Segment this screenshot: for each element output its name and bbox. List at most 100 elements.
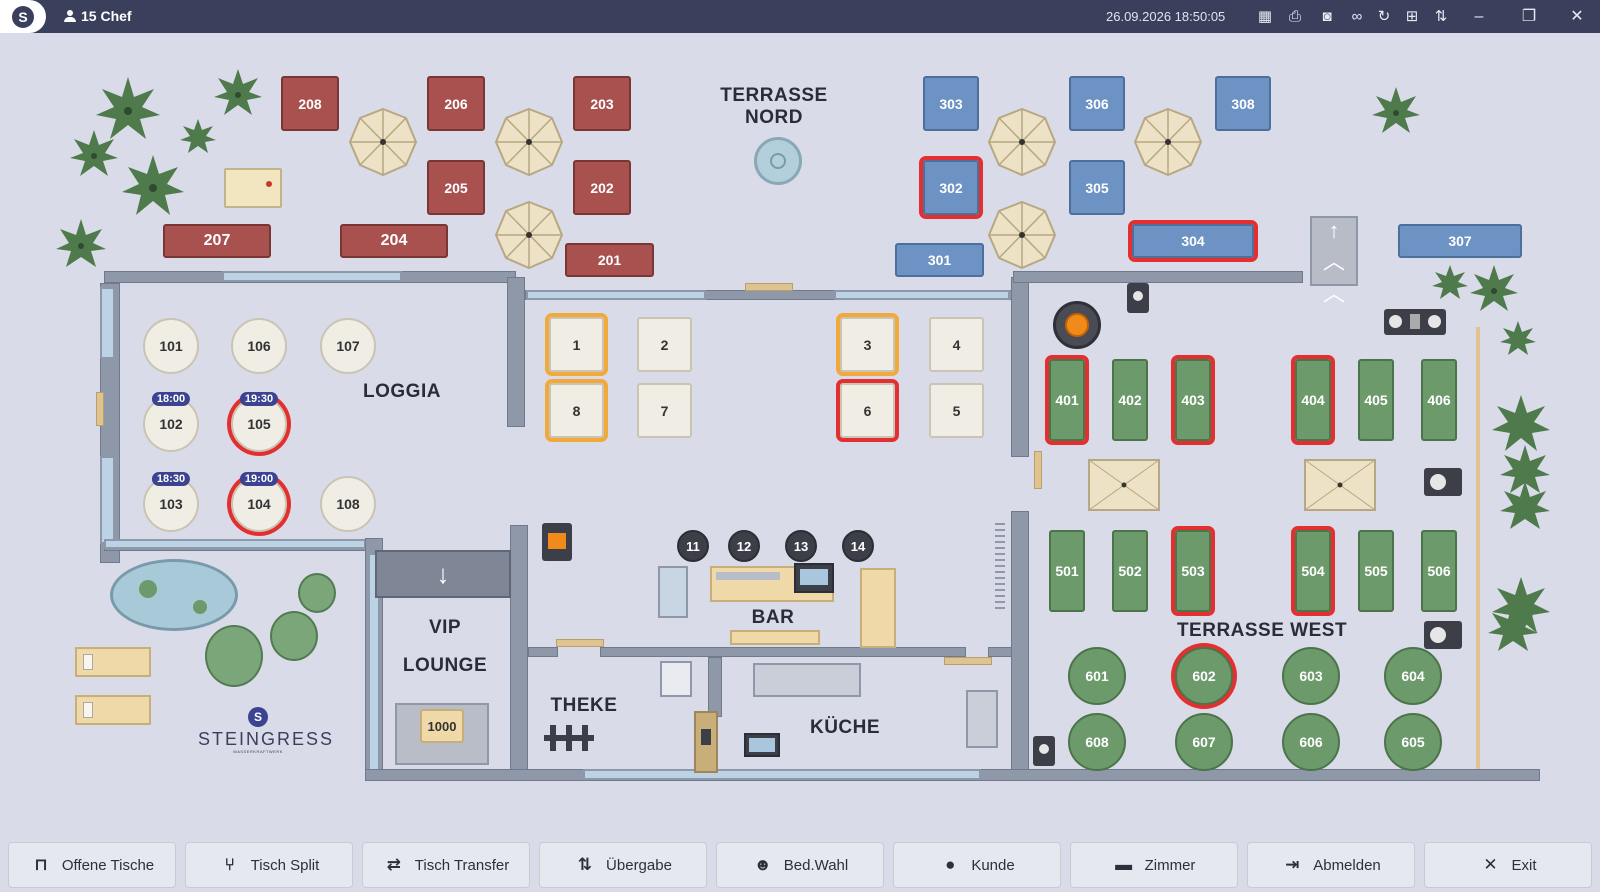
table-308[interactable]: 308 (1215, 76, 1271, 131)
table-8[interactable]: 8 (545, 379, 608, 442)
table-205[interactable]: 205 (427, 160, 485, 215)
table-label: 103 (159, 496, 183, 512)
table-204[interactable]: 204 (340, 224, 448, 258)
table-transfer-button[interactable]: ⇄Tisch Transfer (362, 842, 530, 888)
table-303[interactable]: 303 (923, 76, 979, 131)
table-2[interactable]: 2 (637, 317, 692, 372)
exit-button[interactable]: ✕Exit (1424, 842, 1592, 888)
table-506[interactable]: 506 (1421, 530, 1457, 612)
zone-bar: BAR (751, 607, 795, 628)
table-502[interactable]: 502 (1112, 530, 1148, 612)
table-604[interactable]: 604 (1384, 647, 1442, 705)
user-icon: ● (945, 855, 956, 874)
wall (988, 647, 1012, 657)
qr-icon[interactable]: ▦ (1257, 8, 1273, 25)
reservation-badge: 19:30 (239, 392, 279, 406)
table-403[interactable]: 403 (1171, 355, 1215, 445)
table-603[interactable]: 603 (1282, 647, 1340, 705)
current-user[interactable]: 15 Chef (64, 8, 132, 24)
table-305[interactable]: 305 (1069, 160, 1125, 215)
table-601[interactable]: 601 (1068, 647, 1126, 705)
wall (507, 277, 525, 427)
table-201[interactable]: 201 (565, 243, 654, 277)
waiter-select-button[interactable]: ☻Bed.Wahl (716, 842, 884, 888)
table-505[interactable]: 505 (1358, 530, 1394, 612)
table-406[interactable]: 406 (1421, 359, 1457, 441)
window (834, 290, 1010, 300)
table-207[interactable]: 207 (163, 224, 271, 258)
table-401[interactable]: 401 (1045, 355, 1089, 445)
users-icon: ☻ (753, 855, 772, 874)
logout-icon: ⇥ (1285, 855, 1300, 874)
table-307[interactable]: 307 (1398, 224, 1522, 258)
printer-icon[interactable]: ⎙ (1288, 8, 1301, 25)
table-306[interactable]: 306 (1069, 76, 1125, 131)
table-402[interactable]: 402 (1112, 359, 1148, 441)
table-202[interactable]: 202 (573, 160, 631, 215)
billiard-table (224, 168, 282, 208)
table-icon: ⊓ (34, 855, 48, 874)
customer-button[interactable]: ●Kunde (893, 842, 1061, 888)
handover-button[interactable]: ⇅Übergabe (539, 842, 707, 888)
table-5[interactable]: 5 (929, 383, 984, 438)
floor-plan: 208 206 203 205 202 207 204 201 TERRASSE… (0, 33, 1600, 833)
plant-icon (1500, 321, 1536, 355)
dj-console-icon (1384, 309, 1446, 335)
room-button[interactable]: ▬Zimmer (1070, 842, 1238, 888)
network-icon[interactable]: ⊞ (1405, 8, 1419, 25)
open-tables-button[interactable]: ⊓Offene Tische (8, 842, 176, 888)
app-logo[interactable]: S (0, 0, 46, 33)
table-206[interactable]: 206 (427, 76, 485, 131)
wall (708, 657, 722, 717)
wall (1013, 271, 1303, 283)
umbrella-icon (988, 201, 1056, 269)
table-6[interactable]: 6 (836, 379, 899, 442)
table-label: 105 (247, 416, 271, 432)
table-504[interactable]: 504 (1291, 526, 1335, 616)
table-12[interactable]: 12 (728, 530, 760, 562)
speaker-icon (1127, 283, 1149, 313)
window (100, 456, 115, 544)
sort-icon[interactable]: ⇅ (1434, 8, 1448, 25)
table-107[interactable]: 107 (320, 318, 376, 374)
table-304[interactable]: 304 (1128, 220, 1258, 262)
logout-button[interactable]: ⇥Abmelden (1247, 842, 1415, 888)
table-208[interactable]: 208 (281, 76, 339, 131)
door (745, 283, 793, 291)
table-501[interactable]: 501 (1049, 530, 1085, 612)
table-13[interactable]: 13 (785, 530, 817, 562)
table-7[interactable]: 7 (637, 383, 692, 438)
table-608[interactable]: 608 (1068, 713, 1126, 771)
table-602[interactable]: 602 (1175, 647, 1233, 705)
table-108[interactable]: 108 (320, 476, 376, 532)
table-404[interactable]: 404 (1291, 355, 1335, 445)
close-icon[interactable]: ✕ (1570, 8, 1584, 25)
link-icon[interactable]: ∞ (1351, 8, 1363, 25)
table-3[interactable]: 3 (836, 313, 899, 376)
table-1000[interactable]: 1000 (420, 709, 464, 743)
table-101[interactable]: 101 (143, 318, 199, 374)
minimize-icon[interactable]: – (1474, 8, 1484, 25)
table-1[interactable]: 1 (545, 313, 608, 376)
table-302[interactable]: 302 (919, 156, 983, 219)
table-503[interactable]: 503 (1171, 526, 1215, 616)
table-split-button[interactable]: ⑂Tisch Split (185, 842, 353, 888)
table-605[interactable]: 605 (1384, 713, 1442, 771)
table-301[interactable]: 301 (895, 243, 984, 277)
table-105[interactable]: 105 19:30 (231, 392, 287, 452)
speaker-icon (1424, 621, 1462, 649)
table-11[interactable]: 11 (677, 530, 709, 562)
table-607[interactable]: 607 (1175, 713, 1233, 771)
table-606[interactable]: 606 (1282, 713, 1340, 771)
table-106[interactable]: 106 (231, 318, 287, 374)
maximize-icon[interactable]: ❐ (1521, 8, 1537, 25)
sync-icon[interactable]: ↻ (1377, 8, 1391, 25)
table-4[interactable]: 4 (929, 317, 984, 372)
table-405[interactable]: 405 (1358, 359, 1394, 441)
chip-icon[interactable]: ◙ (1322, 8, 1332, 25)
table-14[interactable]: 14 (842, 530, 874, 562)
table-203[interactable]: 203 (573, 76, 631, 131)
